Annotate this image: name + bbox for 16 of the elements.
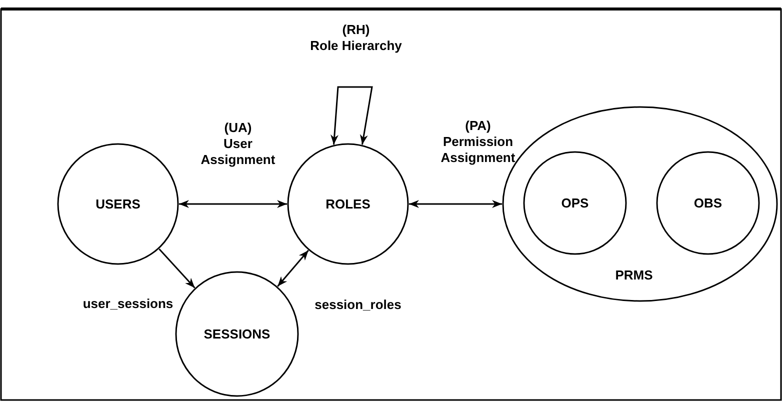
edge-label: (RH) Role Hierarchy [309,22,403,54]
node-label: OPS [561,196,589,210]
arrow [409,200,502,208]
node-label: OBS [694,196,722,210]
arrow [330,86,373,145]
node-label: PRMS [615,268,653,282]
edge-label: (PA) Permission Assignment [440,118,516,166]
edge-label: user_sessions [82,296,174,312]
arrow [277,250,309,287]
edge-label: (UA) User Assignment [200,120,276,168]
arrow [179,200,287,208]
edge-label: session_roles [314,297,402,313]
node-label: SESSIONS [204,326,270,342]
node-label: USERS [96,196,140,212]
node-label: ROLES [326,196,370,212]
arrow [158,248,196,288]
